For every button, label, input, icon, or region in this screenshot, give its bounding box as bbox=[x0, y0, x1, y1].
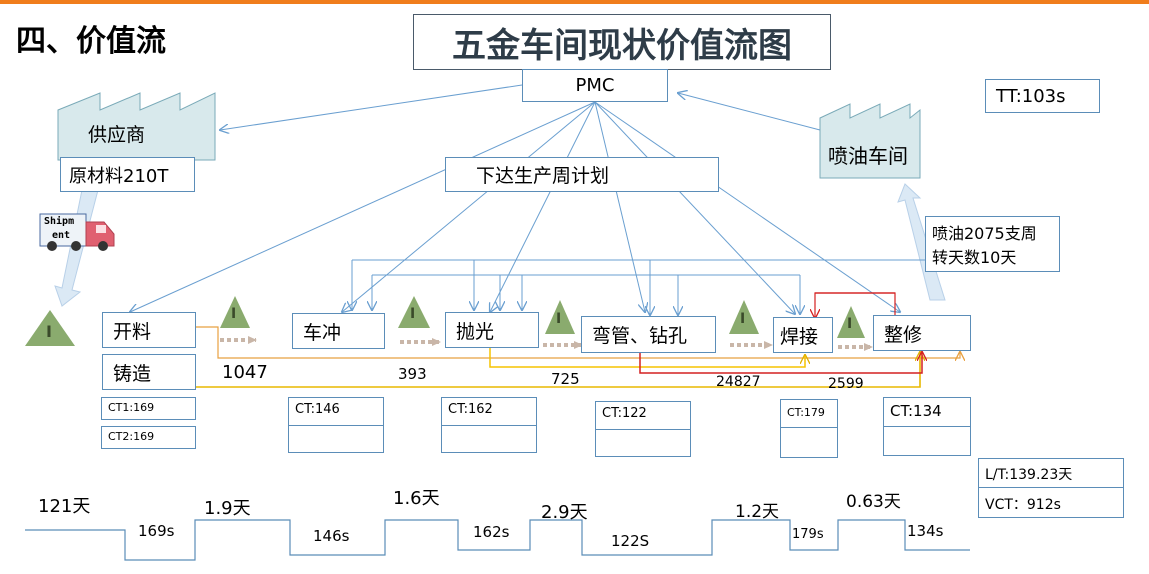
inventory-label: I bbox=[410, 306, 416, 322]
takt-time-box: TT:103s bbox=[985, 79, 1100, 113]
spray-shop-factory-icon bbox=[819, 103, 921, 179]
flow-quantity: 2599 bbox=[828, 376, 864, 392]
ct-finishing: CT:134 bbox=[883, 397, 971, 456]
ct-bending-label: CT:122 bbox=[596, 402, 690, 430]
process-punching-label: 车冲 bbox=[303, 321, 342, 344]
process-cutting-label: 开料 bbox=[113, 320, 152, 343]
takt-time: TT:103s bbox=[996, 85, 1066, 107]
main-title: 五金车间现状价值流图 bbox=[413, 14, 831, 70]
truck-label-line2: ent bbox=[52, 230, 71, 241]
process-time: 162s bbox=[473, 523, 510, 541]
ct-cutting-1-label: CT1:169 bbox=[108, 401, 155, 414]
process-time: 122S bbox=[611, 532, 650, 550]
process-polishing: 抛光 bbox=[445, 312, 539, 348]
process-punching: 车冲 bbox=[292, 313, 385, 349]
process-welding: 焊接 bbox=[773, 317, 833, 353]
inventory-triangle-icon bbox=[837, 306, 865, 338]
process-time: 169s bbox=[138, 522, 175, 540]
ct-welding: CT:179 bbox=[780, 399, 838, 458]
supplier-name: 供应商 bbox=[88, 124, 146, 146]
inventory-triangle-icon bbox=[398, 296, 430, 328]
ct-cutting-2: CT2:169 bbox=[101, 426, 196, 449]
ct-punching: CT:146 bbox=[288, 397, 384, 453]
inventory-triangle-icon bbox=[545, 300, 575, 334]
wait-time: 2.9天 bbox=[541, 502, 588, 523]
process-time: 179s bbox=[792, 527, 824, 542]
plan-box: 下达生产周计划 bbox=[445, 157, 719, 192]
ct-finishing-label: CT:134 bbox=[884, 398, 970, 427]
flow-quantity: 1047 bbox=[222, 362, 268, 383]
inventory-label: I bbox=[847, 316, 853, 332]
process-welding-label: 焊接 bbox=[780, 325, 819, 348]
ct-welding-label: CT:179 bbox=[781, 400, 837, 428]
plan-label: 下达生产周计划 bbox=[476, 165, 610, 187]
process-cutting: 开料 bbox=[102, 312, 196, 348]
process-polishing-label: 抛光 bbox=[456, 320, 495, 343]
ct-cutting-1: CT1:169 bbox=[101, 397, 196, 420]
flow-quantity: 24827 bbox=[716, 374, 761, 390]
spray-note-box: 喷油2075支周 转天数10天 bbox=[925, 216, 1060, 272]
raw-material-box: 原材料210T bbox=[60, 157, 195, 192]
flow-quantity: 393 bbox=[398, 365, 427, 383]
inventory-label: I bbox=[740, 311, 746, 327]
flow-quantity: 725 bbox=[551, 370, 580, 388]
ct-polishing-label: CT:162 bbox=[442, 398, 536, 426]
process-time: 134s bbox=[907, 522, 944, 540]
process-bending: 弯管、钻孔 bbox=[581, 316, 716, 353]
inventory-label: I bbox=[46, 322, 52, 341]
ct-bending: CT:122 bbox=[595, 401, 691, 457]
spray-note-line1: 喷油2075支周 bbox=[932, 224, 1037, 243]
process-bending-label: 弯管、钻孔 bbox=[592, 325, 688, 347]
accent-bar bbox=[0, 0, 1149, 4]
vct: VCT：912s bbox=[985, 497, 1061, 513]
summary-box: L/T:139.23天 VCT：912s bbox=[978, 458, 1124, 518]
supplier-factory-icon bbox=[57, 92, 216, 161]
lead-time: L/T:139.23天 bbox=[979, 459, 1123, 488]
inventory-triangle-icon bbox=[25, 310, 75, 346]
truck-label-line1: Shipm bbox=[44, 216, 75, 227]
inventory-triangle-icon bbox=[729, 300, 759, 334]
inventory-label: I bbox=[231, 306, 237, 322]
wait-time: 0.63天 bbox=[846, 492, 901, 512]
raw-material: 原材料210T bbox=[69, 165, 169, 187]
wait-time: 1.2天 bbox=[735, 502, 780, 522]
spray-note-line2: 转天数10天 bbox=[932, 248, 1017, 267]
process-casting: 铸造 bbox=[102, 354, 196, 390]
process-finishing-label: 整修 bbox=[884, 323, 923, 346]
pmc-box: PMC bbox=[522, 69, 668, 102]
wait-time: 121天 bbox=[38, 496, 91, 517]
inventory-triangle-icon bbox=[220, 296, 250, 328]
main-title-text: 五金车间现状价值流图 bbox=[452, 25, 792, 66]
ct-polishing: CT:162 bbox=[441, 397, 537, 453]
process-finishing: 整修 bbox=[873, 315, 971, 351]
inventory-label: I bbox=[556, 311, 562, 327]
ct-punching-label: CT:146 bbox=[289, 398, 383, 426]
shipment-truck-icon bbox=[39, 213, 115, 251]
section-title: 四、价值流 bbox=[16, 24, 166, 59]
process-casting-label: 铸造 bbox=[113, 362, 152, 385]
spray-shop-name: 喷油车间 bbox=[828, 144, 908, 168]
wait-time: 1.9天 bbox=[204, 498, 251, 519]
wait-time: 1.6天 bbox=[393, 488, 440, 509]
ct-cutting-2-label: CT2:169 bbox=[108, 430, 155, 443]
process-time: 146s bbox=[313, 527, 350, 545]
pmc-label: PMC bbox=[575, 75, 615, 96]
